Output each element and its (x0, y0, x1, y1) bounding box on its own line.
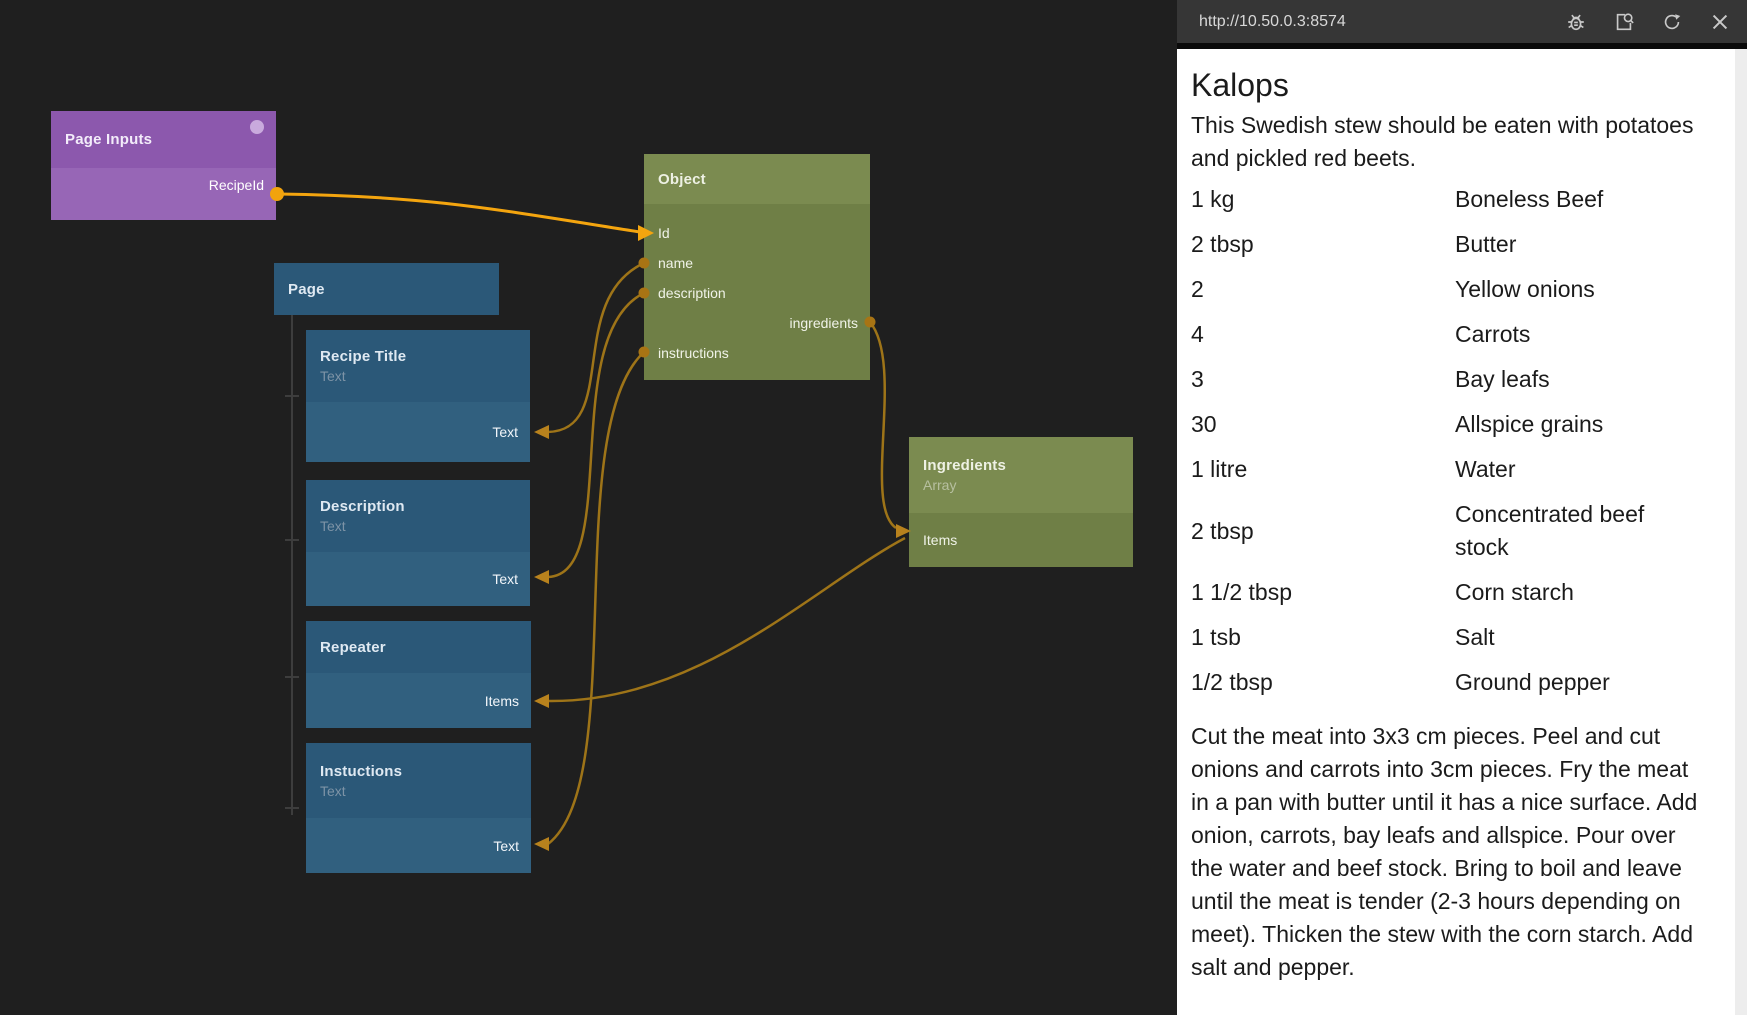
ingredient-name: Salt (1455, 624, 1495, 650)
ingredient-amount: 30 (1191, 411, 1217, 437)
ingredient-name: Allspice grains (1455, 411, 1604, 437)
ingredient-name: Carrots (1455, 321, 1531, 347)
port-items-input[interactable]: Items (306, 673, 531, 728)
node-title: Recipe Title (320, 348, 407, 365)
recipe-instructions: Cut the meat into 3x3 cm pieces. Peel an… (1191, 723, 1698, 980)
port-label: Text (493, 837, 519, 854)
port-text-input[interactable]: Text (306, 818, 531, 873)
ingredient-name: Yellow onions (1455, 276, 1595, 302)
port-text-input[interactable]: Text (306, 402, 530, 462)
node-title: Page (288, 280, 325, 298)
node-page-inputs[interactable]: Page Inputs RecipeId (51, 111, 276, 220)
port-label: Items (484, 692, 519, 709)
node-instuctions-header: Instuctions Text (306, 743, 531, 818)
port-label: instructions (658, 345, 729, 361)
node-title: Object (658, 170, 706, 188)
recipe-description: This Swedish stew should be eaten with p… (1191, 112, 1694, 171)
port-label: Text (492, 424, 518, 440)
node-page-header: Page (274, 263, 499, 315)
node-subtitle: Text (320, 518, 346, 534)
preview-toolbar: http://10.50.0.3:8574 (1177, 0, 1747, 43)
refresh-icon[interactable] (1661, 11, 1683, 33)
node-description[interactable]: Description Text Text (306, 480, 530, 606)
ingredient-name: Butter (1455, 231, 1517, 257)
ingredient-name: Ground pepper (1455, 669, 1610, 695)
ingredient-list: 1 kg Boneless Beef 2 tbsp Butter 2 Yello… (1191, 183, 1715, 699)
ingredient-row: 2 tbsp Butter (1191, 228, 1715, 261)
node-repeater-header: Repeater (306, 621, 531, 673)
url-label[interactable]: http://10.50.0.3:8574 (1199, 12, 1346, 30)
node-title: Instuctions (320, 762, 403, 780)
panel-divider (1177, 43, 1747, 49)
node-status-dot-icon (250, 120, 264, 134)
close-icon[interactable] (1709, 11, 1731, 33)
ingredient-row: 1/2 tbsp Ground pepper (1191, 666, 1715, 699)
preview-panel: http://10.50.0.3:8574 (1177, 0, 1747, 1015)
port-label: name (658, 255, 694, 271)
node-title: Page Inputs (65, 131, 153, 148)
recipe-title: Kalops (1191, 67, 1289, 103)
ingredient-amount: 2 tbsp (1191, 517, 1254, 544)
ingredient-name: Bay leafs (1455, 366, 1550, 392)
port-recipeid[interactable]: RecipeId (51, 168, 276, 201)
ingredient-row: 1 litre Water (1191, 453, 1715, 486)
ingredient-name: Boneless Beef (1455, 186, 1604, 212)
node-subtitle: Array (923, 477, 957, 493)
node-ingredients[interactable]: Ingredients Array Items (909, 437, 1133, 567)
node-page-inputs-header: Page Inputs (51, 111, 276, 168)
port-label: ingredients (789, 315, 859, 331)
ingredient-row: 1 tsb Salt (1191, 621, 1715, 654)
node-title: Repeater (320, 638, 386, 656)
port-items[interactable]: Items (909, 513, 1133, 567)
ingredient-name: Water (1455, 456, 1516, 482)
node-object[interactable]: Object Id name description ingredients i… (644, 154, 870, 380)
node-recipe-title-header: Recipe Title Text (306, 330, 530, 402)
ingredient-amount: 1 kg (1191, 186, 1235, 212)
ingredient-row: 1 1/2 tbsp Corn starch (1191, 576, 1715, 609)
node-subtitle: Text (320, 782, 346, 799)
node-title: Description (320, 498, 405, 515)
ingredient-amount: 1 litre (1191, 456, 1248, 482)
ingredient-row: 30 Allspice grains (1191, 408, 1715, 441)
debug-bug-icon[interactable] (1565, 11, 1587, 33)
ingredient-row: 2 tbsp Concentrated beef stock (1191, 498, 1715, 564)
port-instructions-output[interactable]: instructions (644, 338, 870, 368)
node-subtitle: Text (320, 368, 346, 384)
ingredient-name: Corn starch (1455, 579, 1574, 605)
ingredient-amount: 4 (1191, 321, 1204, 347)
ingredient-row: 4 Carrots (1191, 318, 1715, 351)
ingredient-amount: 1 1/2 tbsp (1191, 579, 1293, 605)
node-repeater[interactable]: Repeater Items (306, 621, 531, 728)
port-label: RecipeId (208, 176, 264, 193)
node-instuctions[interactable]: Instuctions Text Text (306, 743, 531, 873)
node-description-header: Description Text (306, 480, 530, 552)
inspect-page-icon[interactable] (1613, 11, 1635, 33)
node-ingredients-header: Ingredients Array (909, 437, 1133, 513)
port-name-output[interactable]: name (644, 248, 870, 278)
port-ingredients-output[interactable]: ingredients (644, 308, 870, 338)
ingredient-amount: 1/2 tbsp (1191, 669, 1273, 695)
ingredient-row: 2 Yellow onions (1191, 273, 1715, 306)
port-id-input[interactable]: Id (644, 218, 870, 248)
node-title: Ingredients (923, 457, 1007, 474)
port-label: Items (923, 532, 958, 548)
port-label: description (658, 285, 726, 301)
scrollbar[interactable] (1735, 49, 1747, 1015)
port-text-input[interactable]: Text (306, 552, 530, 606)
ingredient-amount: 2 (1191, 276, 1204, 302)
ingredient-amount: 1 tsb (1191, 624, 1241, 650)
port-label: Id (658, 225, 670, 241)
ingredient-row: 3 Bay leafs (1191, 363, 1715, 396)
ingredient-amount: 3 (1191, 366, 1204, 392)
port-label: Text (492, 571, 518, 587)
node-recipe-title[interactable]: Recipe Title Text Text (306, 330, 530, 462)
ingredient-row: 1 kg Boneless Beef (1191, 183, 1715, 216)
preview-content: Kalops This Swedish stew should be eaten… (1177, 49, 1747, 1015)
ingredient-amount: 2 tbsp (1191, 231, 1254, 257)
ingredient-name: Concentrated beef stock (1455, 501, 1645, 560)
port-description-output[interactable]: description (644, 278, 870, 308)
node-page[interactable]: Page (274, 263, 499, 315)
node-object-header: Object (644, 154, 870, 204)
